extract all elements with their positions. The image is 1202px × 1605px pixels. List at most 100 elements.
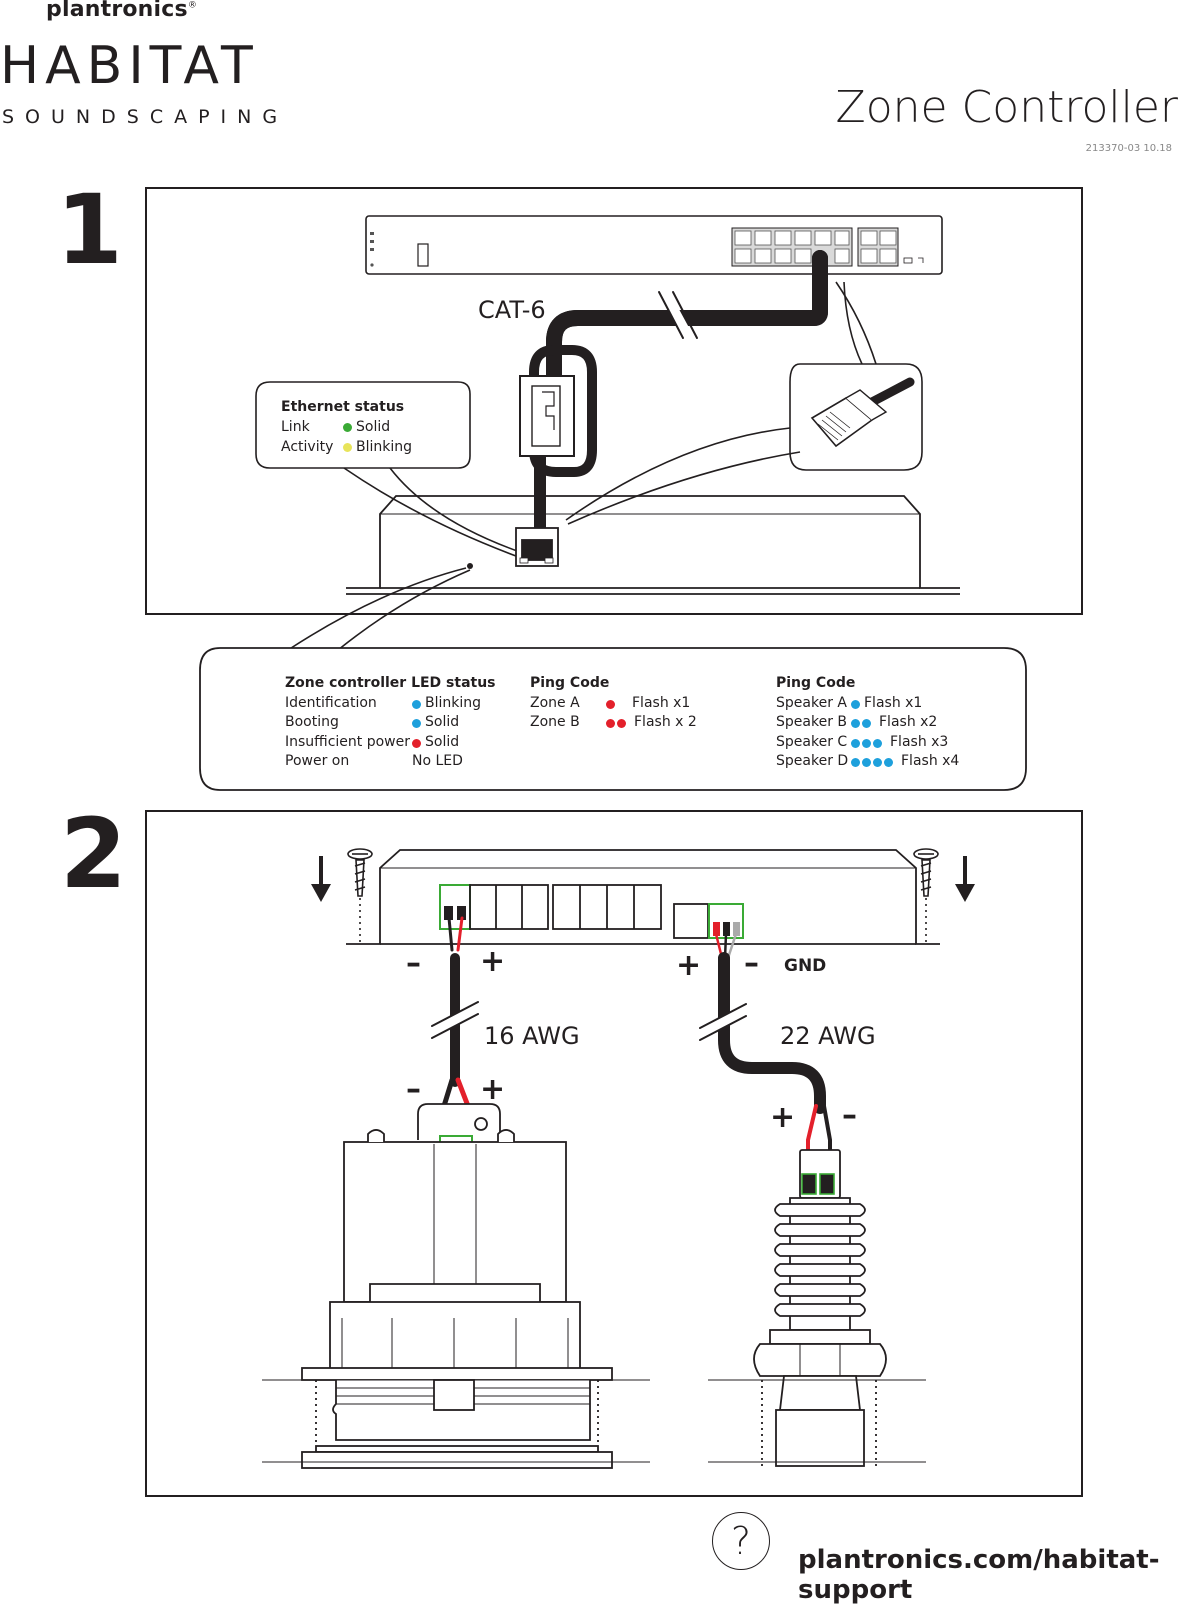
ping-dots-icon bbox=[851, 738, 882, 753]
led-dot-icon bbox=[851, 719, 860, 728]
led-dot-icon bbox=[412, 699, 421, 709]
led-dot-icon bbox=[851, 699, 860, 709]
ping-row: Speaker D Flash x4 bbox=[776, 752, 959, 772]
ping-dots-icon bbox=[606, 699, 628, 714]
sensor-unit bbox=[753, 1149, 887, 1467]
row-value: Solid bbox=[425, 733, 460, 750]
row-label: Link bbox=[281, 419, 310, 435]
row-value: Flash x2 bbox=[879, 714, 938, 730]
speaker-minus-label: – bbox=[406, 1072, 421, 1107]
row-value: Flash x 2 bbox=[634, 714, 697, 730]
ping-row: Speaker A Flash x1 bbox=[776, 694, 959, 714]
led-dot-icon bbox=[343, 423, 352, 432]
step-2-diagram bbox=[145, 810, 1083, 1497]
led-row: Insufficient power Solid bbox=[285, 733, 496, 753]
row-value: Blinking bbox=[425, 694, 482, 711]
row-value: Solid bbox=[425, 714, 460, 730]
led-dot-icon bbox=[851, 758, 860, 767]
row-value: Flash x4 bbox=[901, 753, 960, 769]
right-wire-gauge: 22 AWG bbox=[780, 1022, 876, 1050]
rj45-callout bbox=[565, 281, 923, 525]
left-plus-label: + bbox=[480, 944, 506, 979]
arrow-down-icon bbox=[955, 856, 975, 902]
led-dot-icon bbox=[873, 738, 882, 748]
row-label: Booting bbox=[285, 714, 339, 730]
row-label: Identification bbox=[285, 694, 377, 711]
ping-dots-icon bbox=[851, 719, 871, 733]
ping-dots-icon bbox=[606, 719, 628, 733]
row-value: Flash x3 bbox=[890, 733, 949, 750]
ethernet-status-row: Link Solid bbox=[281, 417, 412, 437]
habitat-logo: HABITAT bbox=[0, 36, 259, 96]
row-label: Power on bbox=[285, 753, 350, 769]
led-dot-icon bbox=[617, 719, 626, 728]
step-1-number: 1 bbox=[56, 174, 123, 286]
right-minus-label: – bbox=[744, 946, 759, 981]
logo-subtitle: SOUNDSCAPING bbox=[2, 106, 289, 128]
zone-ping-heading: Ping Code bbox=[530, 675, 610, 691]
led-dot-icon bbox=[343, 443, 352, 452]
zone-controller-side-view bbox=[346, 849, 940, 945]
row-value: Blinking bbox=[356, 439, 413, 455]
led-dot-icon bbox=[862, 738, 871, 748]
left-minus-label: – bbox=[406, 946, 421, 981]
arrow-down-icon bbox=[311, 856, 331, 902]
ping-dots-icon bbox=[851, 699, 860, 714]
row-label: Speaker D bbox=[776, 753, 849, 769]
ping-row: Zone B Flash x 2 bbox=[530, 713, 697, 733]
step-2-number: 2 bbox=[60, 798, 127, 910]
sensor-plus-label: + bbox=[770, 1100, 796, 1135]
led-row: Booting Solid bbox=[285, 713, 496, 733]
page-title: Zone Controller bbox=[835, 82, 1178, 133]
ethernet-status-table: Ethernet status Link Solid Activity Blin… bbox=[281, 397, 412, 457]
mounting-screw-icon bbox=[913, 848, 939, 944]
led-dot-icon bbox=[851, 738, 860, 748]
ping-dots-icon bbox=[851, 758, 893, 772]
led-row: Identification Blinking bbox=[285, 694, 496, 714]
row-label: Speaker A bbox=[776, 694, 847, 711]
ethernet-status-callout bbox=[255, 381, 521, 557]
support-url[interactable]: plantronics.com/habitat-support bbox=[798, 1545, 1160, 1605]
controller-led-table: Zone controller LED status Identificatio… bbox=[285, 674, 496, 772]
controller-led-heading: Zone controller LED status bbox=[285, 675, 496, 691]
network-switch bbox=[365, 215, 943, 275]
step-2-frame bbox=[145, 810, 1083, 1497]
row-label: Activity bbox=[281, 439, 334, 455]
led-dot-icon bbox=[606, 719, 615, 728]
row-value: No LED bbox=[412, 753, 463, 769]
mounting-screw-icon bbox=[347, 848, 373, 944]
row-label: Insufficient power bbox=[285, 733, 410, 750]
row-value: Flash x1 bbox=[632, 694, 691, 711]
zone-controller-box bbox=[346, 495, 960, 595]
row-label: Zone B bbox=[530, 714, 580, 730]
speaker-ping-heading: Ping Code bbox=[776, 675, 856, 691]
speaker-wire-16awg bbox=[426, 906, 484, 1139]
cable-label: CAT-6 bbox=[478, 296, 546, 324]
ground-label: GND bbox=[784, 956, 827, 976]
controller-led bbox=[467, 563, 473, 569]
led-dot-icon bbox=[862, 719, 871, 728]
led-row: Power on No LED bbox=[285, 752, 496, 772]
led-dot-icon bbox=[412, 719, 421, 728]
rj45-connector-icon bbox=[810, 377, 915, 448]
step-1-diagram bbox=[145, 187, 1083, 791]
led-dot-icon bbox=[412, 738, 421, 748]
row-value: Flash x1 bbox=[864, 694, 923, 711]
cat6-cable bbox=[529, 250, 828, 554]
right-plus-label: + bbox=[676, 948, 702, 983]
help-icon: ? bbox=[712, 1512, 770, 1570]
led-dot-icon bbox=[862, 758, 871, 767]
row-value: Solid bbox=[356, 419, 391, 435]
speaker-plus-label: + bbox=[480, 1072, 506, 1107]
ethernet-status-row: Activity Blinking bbox=[281, 437, 412, 457]
left-wire-gauge: 16 AWG bbox=[484, 1022, 580, 1050]
brand-name: plantronics® bbox=[46, 0, 198, 22]
step-1-frame bbox=[145, 187, 1083, 615]
sensor-minus-label: – bbox=[842, 1098, 857, 1133]
document-number: 213370-03 10.18 bbox=[1085, 143, 1172, 154]
